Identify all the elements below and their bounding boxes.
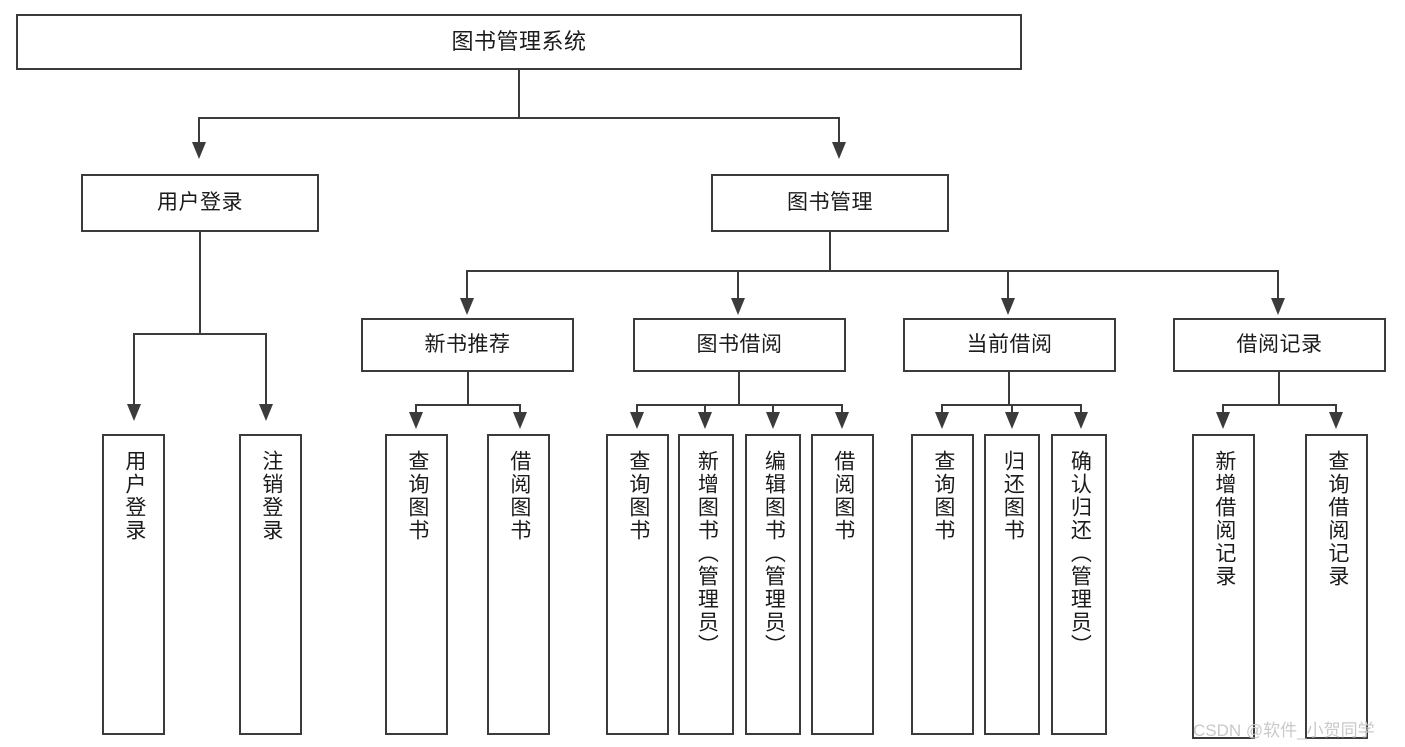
connector-user-login-drop-1 [133,333,135,408]
arrowhead-leaf-query-book-1 [409,412,423,429]
connector-current-borrow-stem [1008,372,1010,406]
node-label: 用户登录 [157,190,243,214]
node-label: 查询图书 [626,450,650,542]
connector-new-book-drop-1 [415,404,417,418]
arrowhead-book-mgmt [832,142,846,159]
arrowhead-borrow-record [1271,298,1285,315]
node-label: 查询借阅记录 [1325,450,1349,588]
arrowhead-user-login [192,142,206,159]
node-label: 借阅图书 [507,450,531,542]
connector-to-borrow-record [1277,270,1279,302]
connector-borrow-record-drop-1 [1222,404,1224,418]
connector-book-borrow-drop-2 [704,404,706,418]
arrowhead-book-borrow [731,298,745,315]
leaf-query-book-current[interactable]: 查询图书 [911,434,974,735]
connector-user-login-stem [199,232,201,334]
node-label: 借阅记录 [1236,332,1323,356]
node-book-borrow[interactable]: 图书借阅 [633,318,846,372]
connector-book-borrow-drop-1 [636,404,638,418]
leaf-edit-book-admin[interactable]: 编辑图书（管理员） [745,434,801,735]
connector-borrow-record-drop-2 [1335,404,1337,418]
node-label: 图书管理系统 [451,29,587,55]
connector-current-borrow-drop-3 [1080,404,1082,418]
connector-borrow-record-stem [1278,372,1280,406]
node-new-book-recommend[interactable]: 新书推荐 [361,318,574,372]
connector-root-to-book-mgmt [838,117,840,146]
connector-to-book-borrow [737,270,739,302]
node-book-management[interactable]: 图书管理 [711,174,949,232]
leaf-return-book[interactable]: 归还图书 [984,434,1040,735]
leaf-query-book-borrow[interactable]: 查询图书 [606,434,669,735]
leaf-logout[interactable]: 注销登录 [239,434,302,735]
node-label: 确认归还（管理员） [1068,450,1092,657]
node-root-system[interactable]: 图书管理系统 [16,14,1022,70]
arrowhead-leaf-add-record [1216,412,1230,429]
connector-borrow-record-bus [1222,404,1337,406]
arrowhead-leaf-return-book [1005,412,1019,429]
connector-user-login-bus [133,333,267,335]
leaf-add-borrow-record[interactable]: 新增借阅记录 [1192,434,1255,739]
node-label: 新增借阅记录 [1212,450,1236,588]
connector-new-book-bus [415,404,521,406]
connector-book-mgmt-stem [829,232,831,272]
connector-current-borrow-drop-1 [941,404,943,418]
leaf-borrow-book[interactable]: 借阅图书 [811,434,874,735]
leaf-user-login[interactable]: 用户登录 [102,434,165,735]
leaf-query-book-recommend[interactable]: 查询图书 [385,434,448,735]
node-label: 新书推荐 [424,332,511,356]
connector-root-to-user-login [198,117,200,146]
node-label: 归还图书 [1001,450,1025,542]
leaf-confirm-return-admin[interactable]: 确认归还（管理员） [1051,434,1107,735]
connector-to-new-book [466,270,468,302]
connector-book-borrow-bus [636,404,843,406]
arrowhead-leaf-confirm-return [1074,412,1088,429]
leaf-query-borrow-record[interactable]: 查询借阅记录 [1305,434,1368,739]
connector-book-borrow-drop-3 [772,404,774,418]
arrowhead-new-book-recommend [460,298,474,315]
connector-current-borrow-drop-2 [1011,404,1013,418]
node-label: 查询图书 [931,450,955,542]
arrowhead-leaf-user-login [127,404,141,421]
arrowhead-leaf-logout [259,404,273,421]
connector-user-login-drop-2 [265,333,267,408]
node-borrow-record[interactable]: 借阅记录 [1173,318,1386,372]
node-label: 当前借阅 [966,332,1053,356]
node-label: 用户登录 [122,450,146,542]
arrowhead-leaf-query-book-3 [935,412,949,429]
connector-book-mgmt-bus [466,270,1278,272]
node-label: 新增图书（管理员） [695,450,719,657]
node-label: 借阅图书 [831,450,855,542]
node-current-borrow[interactable]: 当前借阅 [903,318,1116,372]
node-label: 图书管理 [787,190,873,214]
connector-new-book-drop-2 [519,404,521,418]
node-user-login[interactable]: 用户登录 [81,174,319,232]
connector-book-borrow-drop-4 [841,404,843,418]
connector-new-book-stem [467,372,469,406]
leaf-borrow-book-recommend[interactable]: 借阅图书 [487,434,550,735]
node-label: 图书借阅 [696,332,783,356]
node-label: 编辑图书（管理员） [762,450,786,657]
leaf-add-book-admin[interactable]: 新增图书（管理员） [678,434,734,735]
connector-root-bus [198,117,840,119]
watermark-text: CSDN @软件_小贺同学 [1193,721,1375,740]
node-label: 查询图书 [405,450,429,542]
arrowhead-leaf-edit-book [766,412,780,429]
connector-to-current-borrow [1007,270,1009,302]
node-label: 注销登录 [259,450,283,542]
connector-book-borrow-stem [738,372,740,406]
arrowhead-leaf-query-book-2 [630,412,644,429]
arrowhead-leaf-borrow-book-1 [513,412,527,429]
arrowhead-current-borrow [1001,298,1015,315]
arrowhead-leaf-borrow-book-2 [835,412,849,429]
arrowhead-leaf-query-record [1329,412,1343,429]
connector-root-stem [518,70,520,118]
arrowhead-leaf-add-book [698,412,712,429]
